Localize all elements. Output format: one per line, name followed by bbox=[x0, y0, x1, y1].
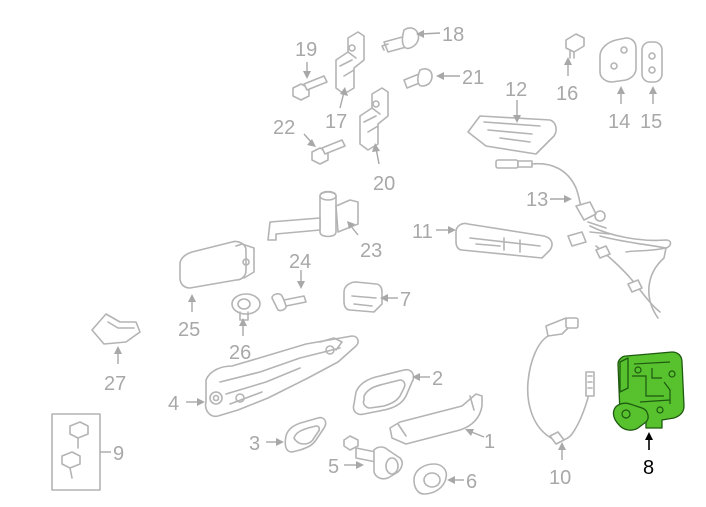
part-26-grommet[interactable] bbox=[231, 293, 261, 321]
label-15: 15 bbox=[640, 111, 662, 133]
part-12-handle-bezel[interactable] bbox=[467, 115, 557, 155]
label-3: 3 bbox=[249, 433, 260, 455]
part-2-gasket[interactable] bbox=[352, 368, 415, 416]
part-7-bracket[interactable] bbox=[343, 281, 383, 313]
part-22-bolt[interactable] bbox=[311, 139, 346, 165]
part-10-cable[interactable] bbox=[526, 317, 595, 445]
label-1: 1 bbox=[484, 431, 495, 453]
label-8: 8 bbox=[643, 457, 654, 479]
part-25-handle-cover[interactable] bbox=[179, 240, 255, 289]
part-23-door-check[interactable] bbox=[267, 190, 359, 241]
label-24: 24 bbox=[289, 251, 311, 273]
part-8-door-latch-highlighted[interactable] bbox=[612, 351, 685, 431]
part-9-screw-kit[interactable] bbox=[51, 413, 101, 491]
part-20-hinge[interactable] bbox=[359, 87, 389, 151]
part-1-exterior-handle[interactable] bbox=[389, 393, 483, 445]
label-16: 16 bbox=[556, 83, 578, 105]
label-12: 12 bbox=[505, 79, 527, 101]
label-21: 21 bbox=[462, 67, 484, 89]
part-16-screw[interactable] bbox=[565, 33, 585, 59]
part-15-shim[interactable] bbox=[641, 41, 663, 83]
part-4-handle-carrier[interactable] bbox=[204, 335, 359, 418]
latch-linkage-rods bbox=[567, 210, 672, 319]
label-2: 2 bbox=[432, 368, 443, 390]
label-11: 11 bbox=[412, 221, 433, 243]
label-14: 14 bbox=[608, 111, 630, 133]
part-6-seal[interactable] bbox=[413, 463, 448, 495]
label-20: 20 bbox=[373, 173, 395, 195]
part-17-hinge[interactable] bbox=[335, 31, 365, 95]
part-27-clip[interactable] bbox=[91, 313, 141, 345]
label-13: 13 bbox=[526, 189, 548, 211]
part-14-striker[interactable] bbox=[599, 37, 637, 83]
label-27: 27 bbox=[104, 373, 126, 395]
label-5: 5 bbox=[328, 456, 339, 478]
label-17: 17 bbox=[325, 111, 347, 133]
label-10: 10 bbox=[549, 467, 571, 489]
label-18: 18 bbox=[442, 24, 464, 46]
label-4: 4 bbox=[168, 393, 179, 415]
label-25: 25 bbox=[178, 319, 200, 341]
part-24-bolt[interactable] bbox=[271, 293, 307, 312]
label-9: 9 bbox=[113, 443, 124, 465]
label-22: 22 bbox=[273, 117, 295, 139]
label-26: 26 bbox=[229, 342, 251, 364]
part-11-interior-handle[interactable] bbox=[455, 222, 553, 259]
part-18-bolt[interactable] bbox=[381, 27, 420, 53]
part-5-lock-cylinder[interactable] bbox=[343, 435, 403, 480]
part-13-cable[interactable] bbox=[495, 159, 597, 221]
part-21-bolt[interactable] bbox=[403, 68, 433, 89]
label-23: 23 bbox=[360, 240, 382, 262]
part-3-gasket[interactable] bbox=[284, 416, 327, 453]
label-7: 7 bbox=[400, 289, 411, 311]
part-19-bolt[interactable] bbox=[292, 75, 328, 101]
label-19: 19 bbox=[295, 39, 317, 61]
label-6: 6 bbox=[466, 471, 477, 493]
